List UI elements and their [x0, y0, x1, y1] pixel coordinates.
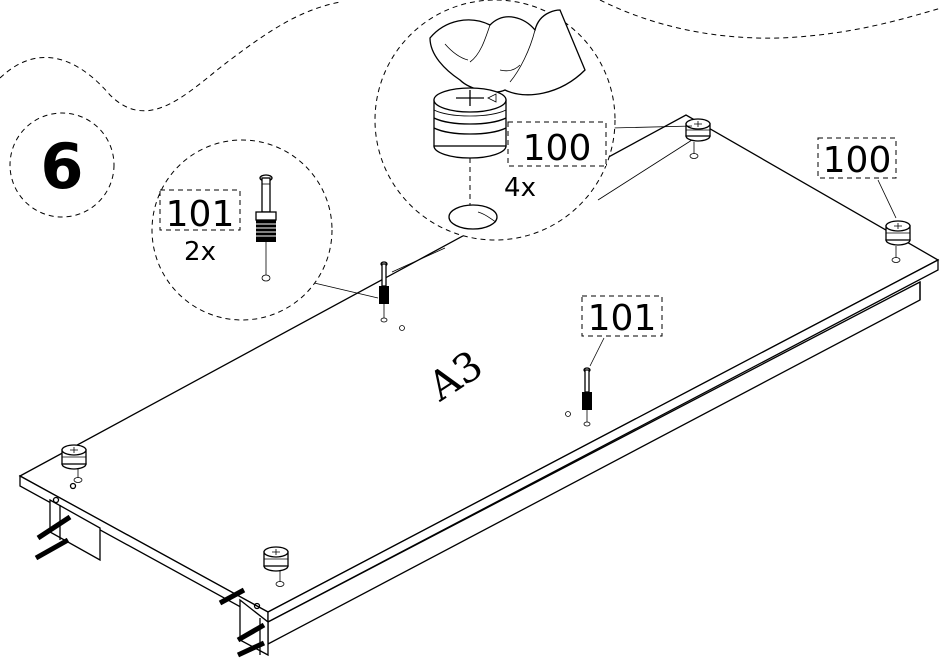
board-panel-a3: A3 — [18, 114, 940, 658]
cam-lock-zoom-quantity: 4x — [504, 173, 536, 203]
cam-lock-icon — [61, 118, 911, 587]
protruding-dowels — [34, 514, 266, 658]
dowel-zoom-quantity: 2x — [184, 237, 216, 267]
cam-lock-board-callout: 100 — [817, 137, 897, 219]
hand-icon — [429, 9, 586, 96]
dowel-zoom-part-label: 101 — [166, 194, 235, 235]
step-number: 6 — [40, 130, 83, 203]
section-separator — [0, 0, 941, 112]
dowel-screw-icon — [379, 261, 592, 427]
dowel-board-callout: 101 — [581, 295, 663, 367]
cam-lock-zoom-detail: 100 4x — [374, 0, 693, 241]
dowel-zoom-detail: 101 2x — [151, 139, 446, 321]
dowel-board-part-label: 101 — [588, 298, 657, 339]
cam-lock-board-part-label: 100 — [823, 140, 892, 181]
step-badge: 6 — [9, 112, 115, 218]
cam-lock-zoom-part-label: 100 — [523, 128, 592, 169]
